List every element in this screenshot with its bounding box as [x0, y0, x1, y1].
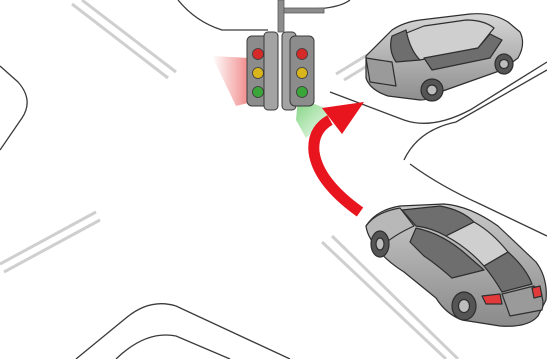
signal-pole	[277, 0, 285, 33]
car-turning-rear-window	[483, 251, 533, 293]
turn-arrow	[308, 102, 364, 217]
curb-left	[0, 65, 28, 151]
signal-arm	[283, 7, 325, 14]
curb-bottom-inner	[115, 334, 231, 359]
red-light-beam	[212, 56, 252, 106]
car-destination	[365, 13, 524, 102]
signal-left-green-lamp	[252, 86, 264, 98]
curb-right-upper	[329, 61, 547, 124]
marking-left-1	[0, 210, 97, 266]
signal-right-red-lamp	[296, 48, 308, 60]
curb-bottom-left	[75, 303, 291, 359]
curb-top-right	[295, 0, 351, 11]
signal-head-right	[281, 31, 315, 111]
car-turning	[365, 203, 547, 327]
signal-left-yellow-lamp	[252, 67, 264, 79]
traffic-signal	[212, 0, 336, 138]
green-light-beam	[296, 98, 336, 138]
car-turning-tail-light-left	[481, 293, 503, 305]
curb-right-lower	[409, 163, 547, 237]
signal-left-red-lamp	[252, 48, 264, 60]
marking-right-1	[320, 240, 448, 359]
car-turning-side-windows	[409, 227, 485, 279]
marking-right-2	[330, 234, 460, 359]
curb-right-inner	[403, 69, 547, 161]
lane-markings	[0, 0, 460, 359]
marking-left-2	[3, 218, 101, 274]
marking-top-left-1	[71, 2, 169, 80]
car-turning-tail-light-right	[531, 285, 543, 299]
signal-right-green-lamp	[296, 86, 308, 98]
signal-head-left	[246, 31, 279, 111]
car-destination-side-window	[423, 33, 503, 71]
curb-top-left	[177, 0, 268, 31]
car-destination-trunk	[365, 57, 397, 87]
car-destination-rear-window	[390, 29, 421, 63]
signal-right-yellow-lamp	[296, 67, 308, 79]
turn-arrow-shaft	[308, 115, 364, 217]
turn-arrow-head	[322, 102, 364, 134]
marking-top-left-2	[81, 0, 177, 74]
